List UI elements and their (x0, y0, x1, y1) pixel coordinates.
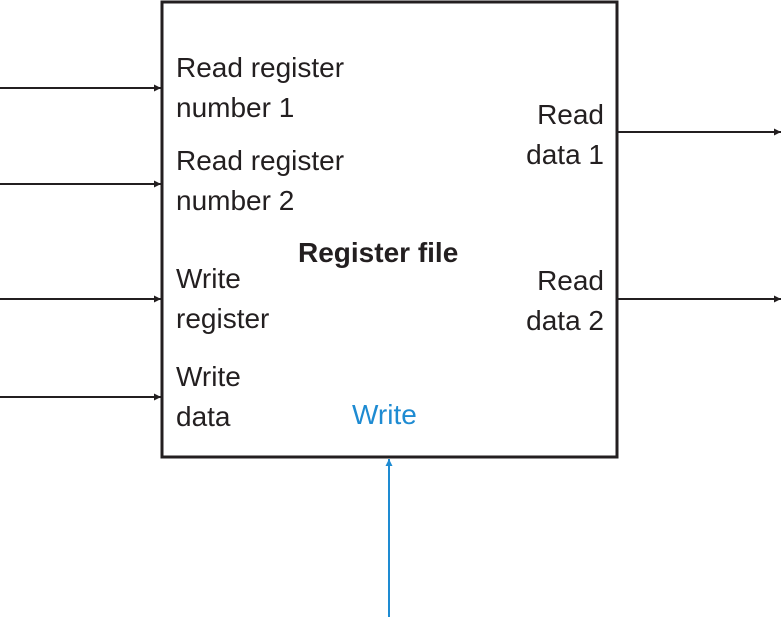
write-control-label: Write (352, 399, 417, 430)
read-data-2-label: Read data 2 (526, 261, 604, 341)
write-register-label-line2: register (176, 303, 270, 334)
write-data-label: Write data (176, 357, 241, 437)
read-register-2-label: Read register number 2 (176, 141, 344, 221)
write-register-label: Write register (176, 259, 269, 339)
read-data-1-label-line2: data 1 (526, 139, 604, 170)
read-data-2-label-line2: data 2 (526, 305, 604, 336)
read-register-2-label-line2: number 2 (176, 185, 295, 216)
read-data-1-label-line1: Read (537, 99, 604, 130)
register-file-title: Register file (298, 237, 459, 268)
read-data-1-label: Read data 1 (526, 95, 604, 175)
register-file-block (160, 0, 619, 459)
write-data-label-line1: Write (176, 361, 241, 392)
read-register-1-label-line2: number 1 (176, 92, 295, 123)
read-register-1-label: Read register number 1 (176, 48, 344, 128)
read-register-2-label-line1: Read register (176, 145, 345, 176)
write-register-label-line1: Write (176, 263, 241, 294)
read-data-2-label-line1: Read (537, 265, 604, 296)
write-data-label-line2: data (176, 401, 231, 432)
read-register-1-label-line1: Read register (176, 52, 345, 83)
